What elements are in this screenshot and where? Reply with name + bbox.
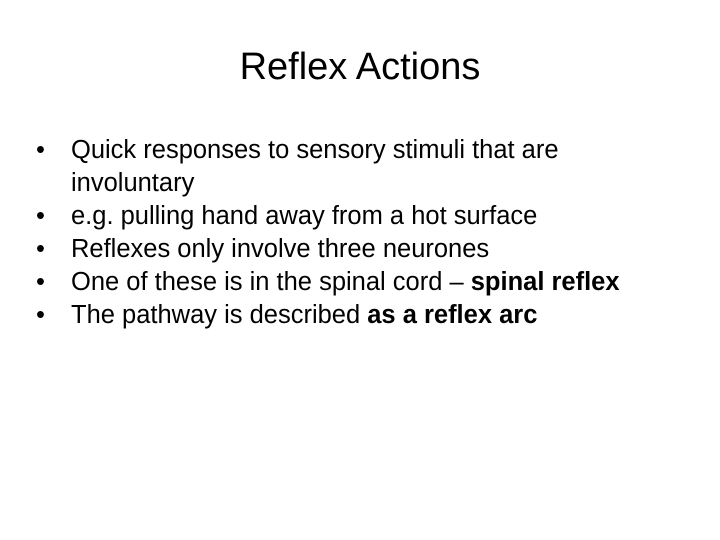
bullet-item: • The pathway is described as a reflex a… xyxy=(36,299,676,332)
bullet-item: • e.g. pulling hand away from a hot surf… xyxy=(36,200,676,233)
bullet-item: • Quick responses to sensory stimuli tha… xyxy=(36,134,676,200)
bullet-text: Quick responses to sensory stimuli that … xyxy=(71,136,559,197)
bullet-item: • Reflexes only involve three neurones xyxy=(36,233,676,266)
bullet-dot-icon: • xyxy=(36,235,45,263)
bullet-text: One of these is in the spinal cord – xyxy=(71,268,471,296)
bullet-text: Reflexes only involve three neurones xyxy=(71,235,490,263)
bullet-dot-icon: • xyxy=(36,202,45,230)
bullet-bold-text: spinal reflex xyxy=(470,268,620,296)
bullet-dot-icon: • xyxy=(36,136,45,164)
slide-title: Reflex Actions xyxy=(239,46,481,88)
bullet-item: • One of these is in the spinal cord – s… xyxy=(36,266,676,299)
bullet-text: The pathway is described xyxy=(71,301,368,329)
bullet-bold-text: as a reflex arc xyxy=(367,301,538,329)
bullet-text: e.g. pulling hand away from a hot surfac… xyxy=(71,202,538,230)
bullet-dot-icon: • xyxy=(36,301,45,329)
bullet-dot-icon: • xyxy=(36,268,45,296)
bullet-list: • Quick responses to sensory stimuli tha… xyxy=(36,134,676,332)
